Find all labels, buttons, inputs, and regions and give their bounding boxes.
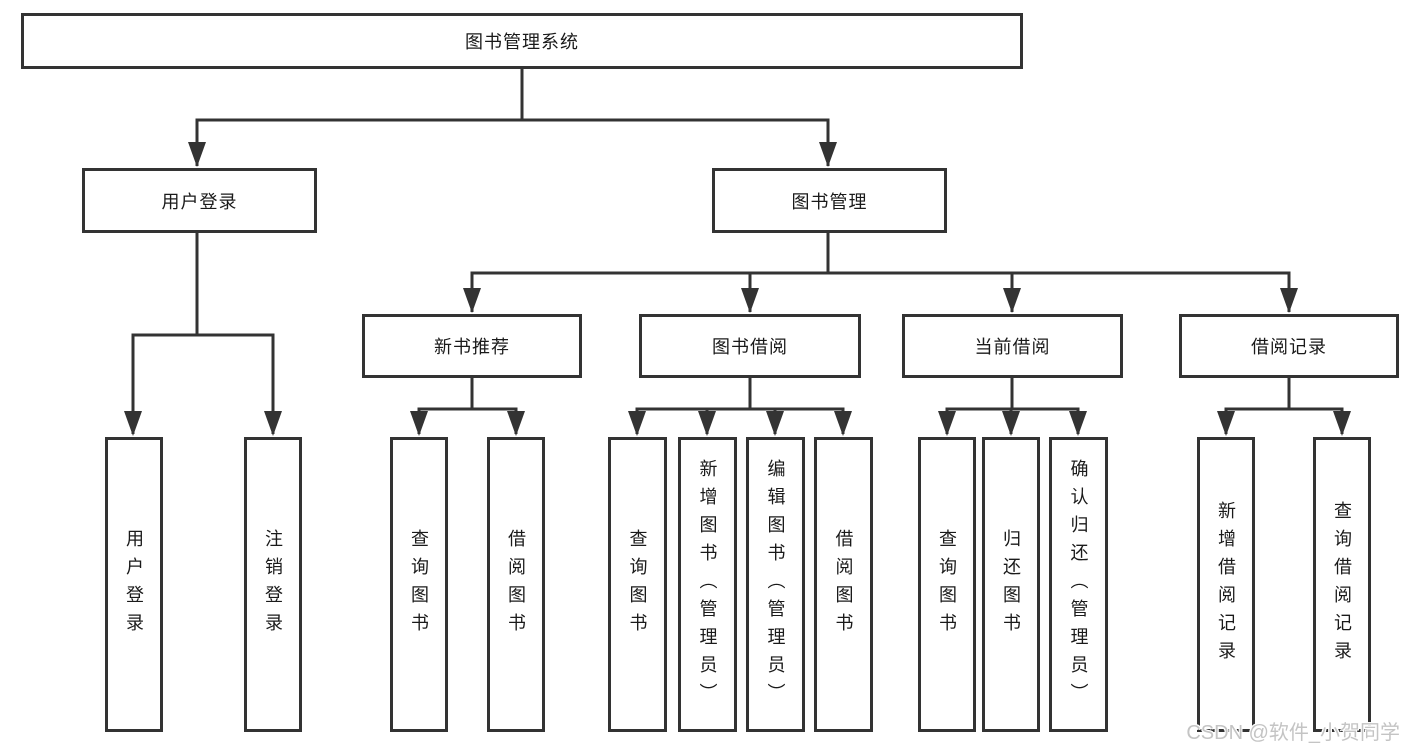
leaf-cb-confirm-return-admin: 确认归还（管理员） — [1049, 437, 1108, 732]
arrow-down-icon — [1217, 411, 1235, 436]
leaf-label: 编辑图书（管理员） — [765, 458, 786, 711]
arrow-down-icon — [1002, 411, 1020, 436]
arrow-down-icon — [124, 411, 142, 436]
node-book-borrowing: 图书借阅 — [639, 314, 861, 378]
arrow-heads — [124, 142, 1351, 436]
arrow-down-icon — [938, 411, 956, 436]
leaf-label: 查询借阅记录 — [1332, 500, 1352, 669]
leaf-label: 借阅图书 — [506, 528, 526, 641]
arrow-down-icon — [628, 411, 646, 436]
leaf-label: 借阅图书 — [833, 528, 854, 641]
leaf-bb-add-books-admin: 新增图书（管理员） — [678, 437, 737, 732]
leaf-user-login: 用户登录 — [105, 437, 163, 732]
node-borrowing-records: 借阅记录 — [1179, 314, 1399, 378]
node-book-management: 图书管理 — [712, 168, 947, 233]
arrow-down-icon — [264, 411, 282, 436]
arrow-down-icon — [741, 288, 759, 313]
arrow-down-icon — [188, 142, 206, 167]
leaf-label: 新增借阅记录 — [1216, 500, 1236, 669]
leaf-cb-return-books: 归还图书 — [982, 437, 1040, 732]
leaf-label: 归还图书 — [1001, 528, 1021, 641]
leaf-cb-query-books: 查询图书 — [918, 437, 976, 732]
leaf-label: 新增图书（管理员） — [697, 458, 718, 711]
node-current-borrowing: 当前借阅 — [902, 314, 1123, 378]
leaf-bb-borrow-books: 借阅图书 — [814, 437, 873, 732]
tree-edges — [131, 69, 1344, 434]
node-new-book-recommend: 新书推荐 — [362, 314, 582, 378]
arrow-down-icon — [507, 411, 525, 436]
arrow-down-icon — [463, 288, 481, 313]
node-root-system: 图书管理系统 — [21, 13, 1023, 69]
leaf-bb-edit-books-admin: 编辑图书（管理员） — [746, 437, 805, 732]
arrow-down-icon — [1333, 411, 1351, 436]
leaf-nbr-query-books: 查询图书 — [390, 437, 448, 732]
arrow-down-icon — [1280, 288, 1298, 313]
leaf-bb-query-books: 查询图书 — [608, 437, 667, 732]
leaf-br-query-record: 查询借阅记录 — [1313, 437, 1371, 732]
leaf-label: 查询图书 — [937, 528, 957, 641]
arrow-down-icon — [1003, 288, 1021, 313]
leaf-label: 用户登录 — [124, 528, 144, 641]
node-user-login-branch: 用户登录 — [82, 168, 317, 233]
leaf-logout: 注销登录 — [244, 437, 302, 732]
leaf-label: 查询图书 — [627, 528, 648, 641]
arrow-down-icon — [410, 411, 428, 436]
leaf-nbr-borrow-books: 借阅图书 — [487, 437, 545, 732]
arrow-down-icon — [834, 411, 852, 436]
arrow-down-icon — [766, 411, 784, 436]
arrow-down-icon — [698, 411, 716, 436]
csdn-watermark: CSDN @软件_小贺同学 — [1186, 722, 1400, 744]
leaf-label: 确认归还（管理员） — [1068, 458, 1089, 711]
arrow-down-icon — [819, 142, 837, 167]
leaf-label: 注销登录 — [263, 528, 283, 641]
leaf-label: 查询图书 — [409, 528, 429, 641]
leaf-br-add-record: 新增借阅记录 — [1197, 437, 1255, 732]
arrow-down-icon — [1069, 411, 1087, 436]
